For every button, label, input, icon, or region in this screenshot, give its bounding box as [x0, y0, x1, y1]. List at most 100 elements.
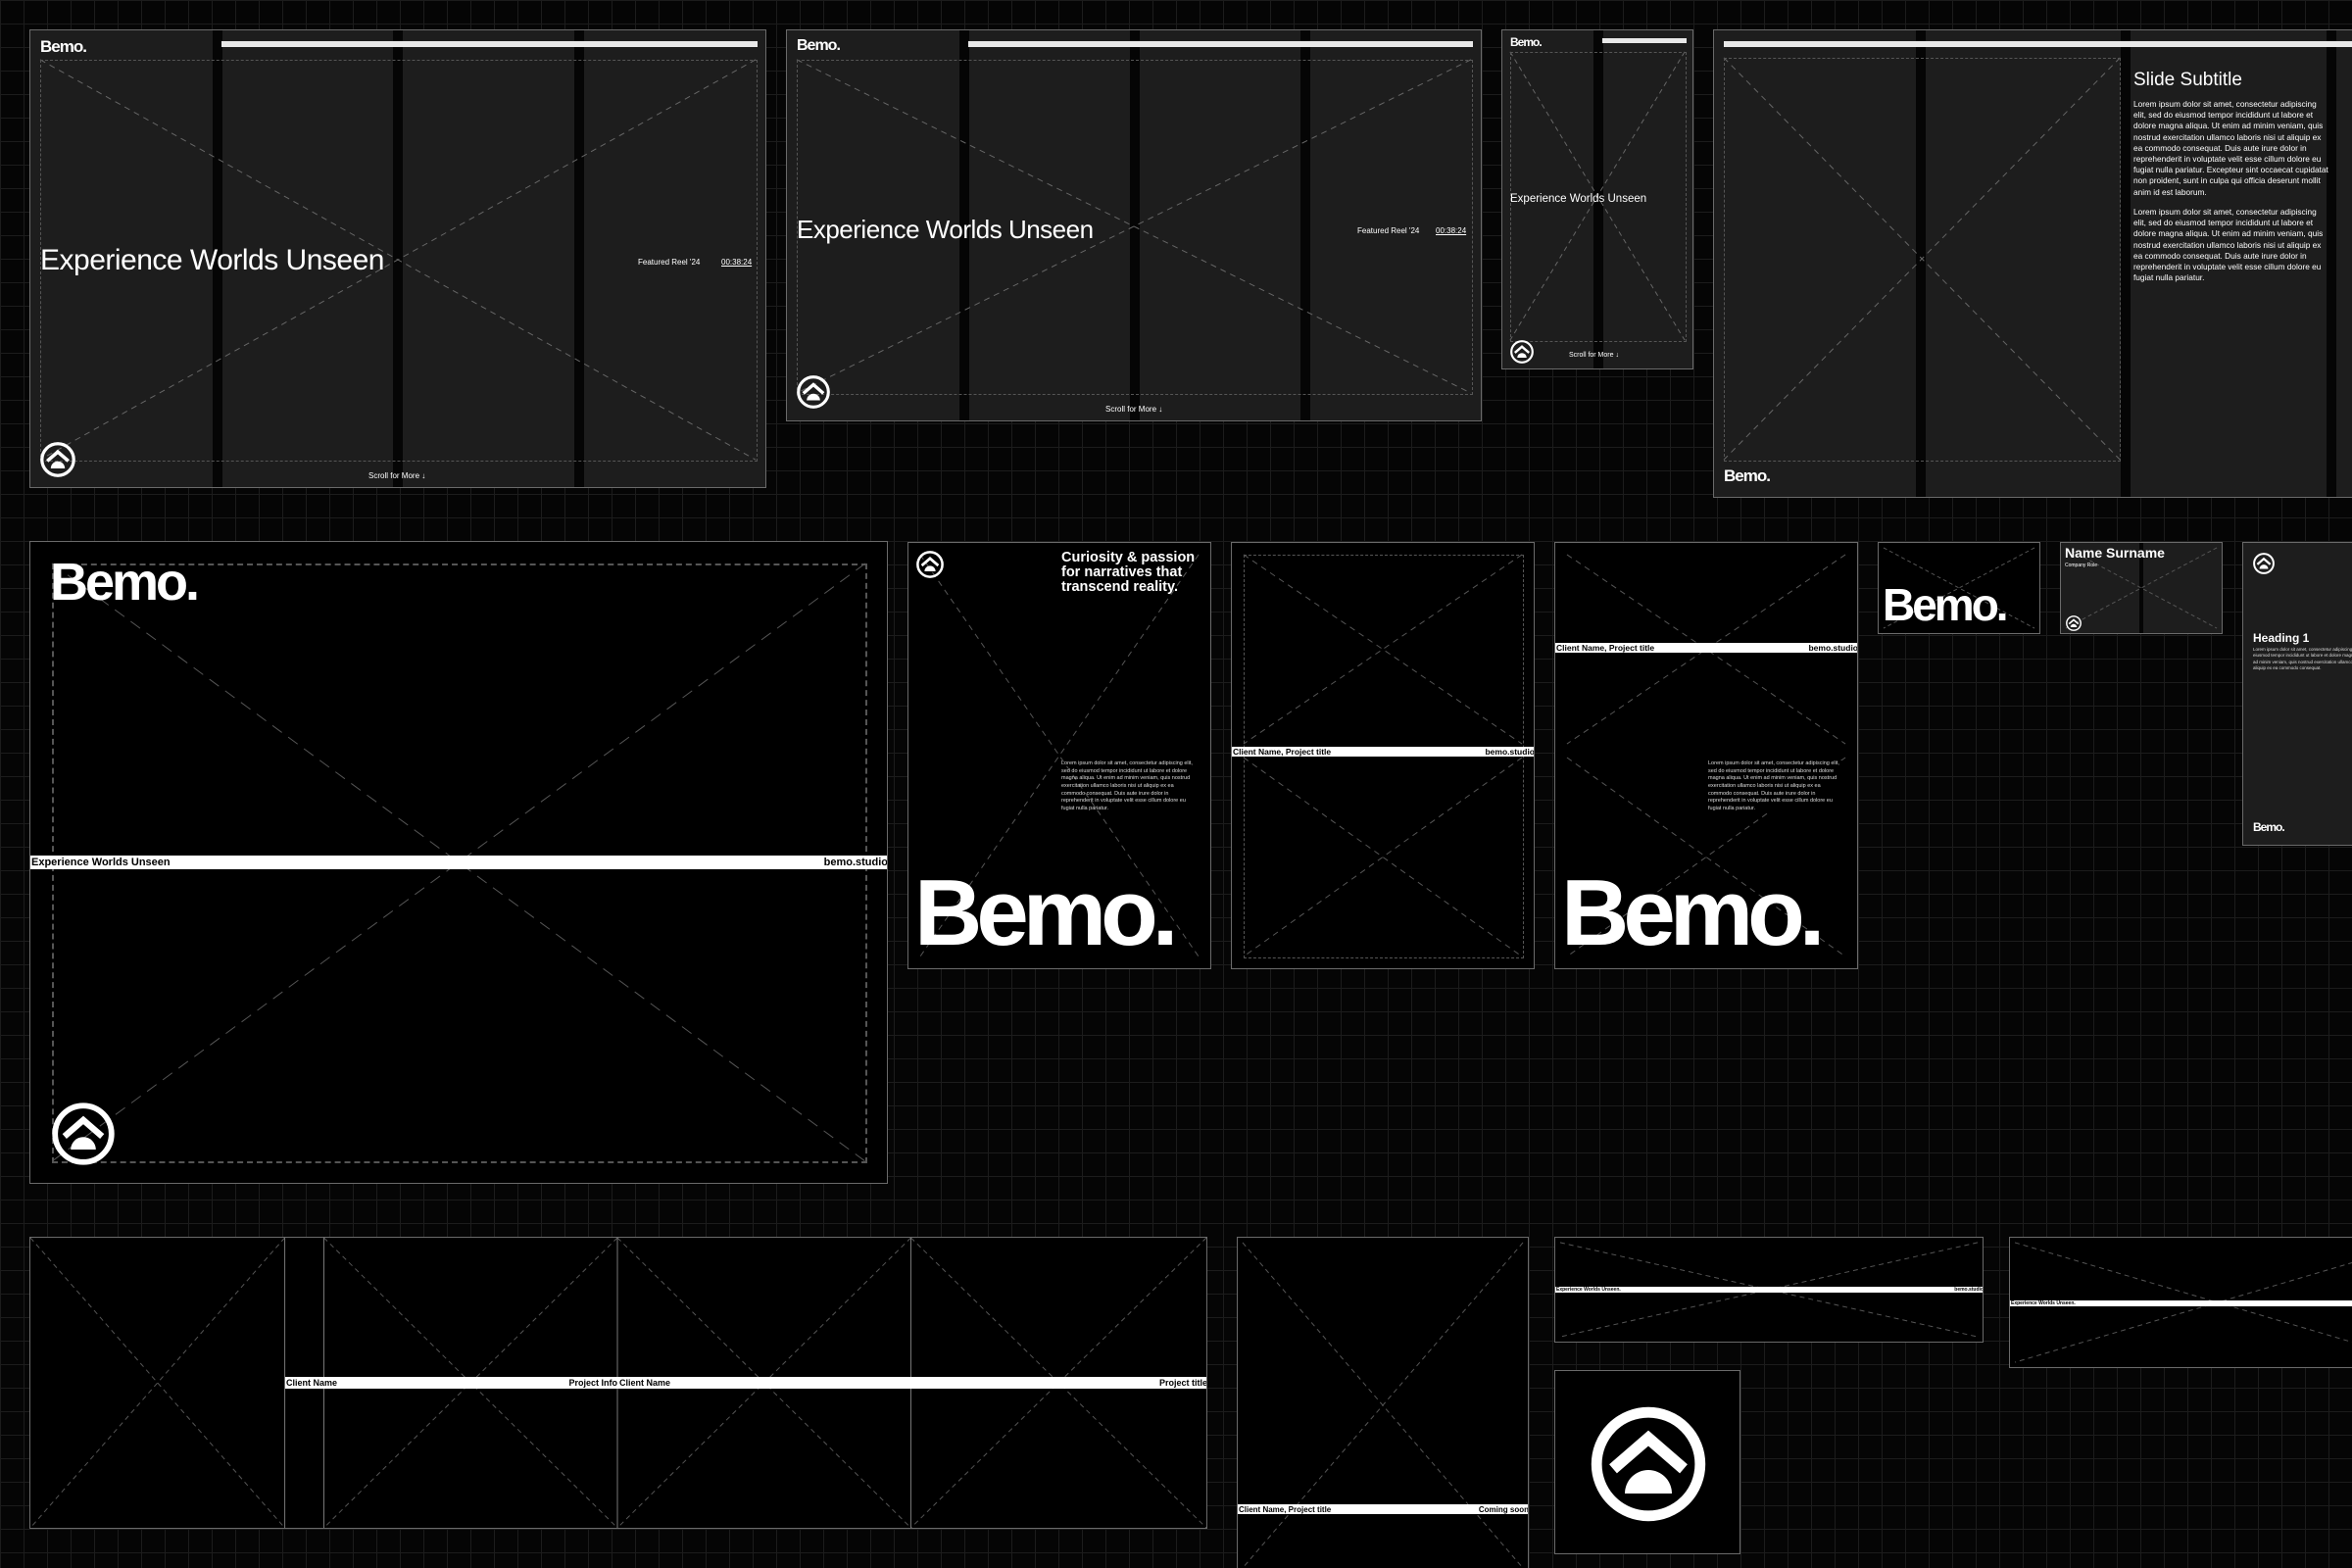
strip-client: Client Name, Project title — [1233, 747, 1332, 757]
progress-bar — [1602, 38, 1687, 43]
strip-headline: Experience Worlds Unseen. — [2011, 1300, 2076, 1306]
hero-headline: Experience Worlds Unseen — [40, 244, 384, 276]
brand-logo: Bemo. — [2253, 820, 2285, 834]
strip-domain: bemo.studio — [1954, 1287, 1984, 1293]
card-name: Name Surname — [2065, 545, 2165, 561]
safe-area — [1510, 52, 1687, 342]
document-body: Lorem ipsum dolor sit amet, consectetur … — [2253, 647, 2352, 670]
placeholder-cross — [796, 59, 1472, 394]
column-gutter — [393, 30, 403, 487]
poster-body-text: Lorem ipsum dolor sit amet, consectetur … — [1708, 760, 1845, 813]
logo-card: Bemo. — [1878, 542, 2040, 634]
strip-headline: Experience Worlds Unseen. — [1556, 1287, 1621, 1293]
timecode: 00:38:24 — [721, 258, 753, 267]
billboard: Bemo. Experience Worlds Unseen bemo.stud… — [29, 541, 888, 1184]
brand-mark-icon — [1510, 340, 1534, 364]
safe-area — [40, 60, 758, 462]
placeholder-cross — [51, 563, 866, 1162]
brand-mark-icon — [2253, 553, 2275, 574]
wide-banner: Client Name Project Info Client Name Pro… — [29, 1237, 1207, 1529]
strip-domain: bemo.studio — [1808, 643, 1858, 653]
poster-logo-split: Client Name, Project title bemo.studio L… — [1554, 542, 1858, 969]
brand-logo-large: Bemo. — [1561, 860, 1825, 965]
column-gutter — [2139, 543, 2143, 633]
hero-slide-large: Bemo. Experience Worlds Unseen Featured … — [29, 29, 766, 488]
brand-mark-icon — [1591, 1406, 1706, 1522]
placeholder-cross — [1242, 1242, 1524, 1568]
placeholder-cross — [2065, 547, 2218, 629]
featured-reel-label: Featured Reel '24 — [638, 258, 701, 267]
hero-slide-mobile: Bemo. Experience Worlds Unseen Scroll fo… — [1501, 29, 1693, 369]
strip-client: Client Name — [619, 1378, 671, 1388]
column-gutter — [1300, 30, 1310, 420]
brand-logo: Bemo. — [1883, 579, 2009, 630]
strip-domain: bemo.studio — [1485, 747, 1535, 757]
thin-banner: Experience Worlds Unseen. — [2009, 1237, 2352, 1368]
placeholder-cross — [1723, 57, 2121, 461]
progress-bar — [221, 41, 758, 47]
card-role: Company Role — [2065, 563, 2098, 568]
title-strip: Client Name, Project title Coming soon — [1238, 1504, 1529, 1514]
poster-tagline-text: Curiosity & passion for narratives that … — [1061, 550, 1196, 596]
brand-mark-icon — [40, 442, 75, 477]
column-gutter — [2327, 30, 2336, 497]
content-slide: Slide Subtitle Lorem ipsum dolor sit ame… — [1713, 29, 2352, 498]
brand-logo: Bemo. — [50, 553, 200, 612]
app-icon-card — [1554, 1370, 1740, 1554]
safe-area — [797, 60, 1473, 395]
brand-mark-icon — [797, 375, 830, 409]
progress-bar — [968, 41, 1473, 47]
banner-strip-right: Client Name Project title — [618, 1377, 1207, 1389]
thin-banner: Experience Worlds Unseen. bemo.studio — [1554, 1237, 1984, 1343]
brand-logo-large: Bemo. — [914, 860, 1178, 965]
slide-paragraph-2: Lorem ipsum dolor sit amet, consectetur … — [2133, 207, 2324, 283]
hero-headline: Experience Worlds Unseen — [1510, 193, 1647, 205]
placeholder-cross — [39, 59, 757, 461]
slide-paragraph-1: Lorem ipsum dolor sit amet, consectetur … — [2133, 99, 2328, 197]
poster-coming-soon: Client Name, Project title Coming soon — [1237, 1237, 1529, 1568]
hero-slide-medium: Bemo. Experience Worlds Unseen Featured … — [786, 29, 1482, 421]
column-gutter — [574, 30, 584, 487]
featured-reel-label: Featured Reel '24 — [1357, 226, 1420, 235]
poster-body-text: Lorem ipsum dolor sit amet, consectetur … — [1061, 760, 1193, 812]
column-gutter — [1130, 30, 1140, 420]
banner-strip-left: Client Name Project Info — [285, 1377, 618, 1389]
safe-area — [1724, 58, 2121, 462]
scroll-more-link[interactable]: Scroll for More ↓ — [1105, 405, 1163, 414]
document-page: Heading 1 Lorem ipsum dolor sit amet, co… — [2242, 542, 2352, 846]
timecode: 00:38:24 — [1436, 226, 1467, 235]
strip-headline: Experience Worlds Unseen — [31, 857, 171, 868]
progress-bar — [1724, 41, 2352, 47]
column-gutter — [2121, 30, 2131, 497]
safe-area — [1244, 555, 1524, 958]
title-strip: Experience Worlds Unseen. — [2010, 1300, 2352, 1306]
placeholder-cross — [1243, 554, 1523, 957]
scroll-more-link[interactable]: Scroll for More ↓ — [368, 471, 426, 480]
placeholder-cross — [1883, 547, 2035, 629]
column-gutter — [1593, 30, 1603, 368]
brand-logo: Bemo. — [1510, 35, 1543, 49]
brand-logo: Bemo. — [40, 37, 87, 56]
brand-mark-icon — [2066, 615, 2082, 631]
brand-mark-icon — [52, 1102, 115, 1165]
brand-logo: Bemo. — [1724, 466, 1771, 485]
title-strip: Client Name, Project title bemo.studio — [1232, 747, 1535, 757]
placeholder-cross — [1509, 51, 1686, 341]
document-heading: Heading 1 — [2253, 631, 2310, 645]
poster-tagline: Curiosity & passion for narratives that … — [907, 542, 1211, 969]
strip-project-info: Project Info — [568, 1378, 617, 1388]
brand-mark-icon — [916, 551, 944, 578]
column-gutter — [959, 30, 969, 420]
business-card: Name Surname Company Role — [2060, 542, 2223, 634]
strip-client: Client Name, Project title — [1239, 1504, 1332, 1514]
strip-coming-soon: Coming soon — [1478, 1504, 1529, 1514]
column-gutter — [1916, 30, 1926, 497]
scroll-more-link[interactable]: Scroll for More ↓ — [1569, 352, 1619, 359]
title-strip: Experience Worlds Unseen. bemo.studio — [1555, 1287, 1984, 1293]
strip-domain: bemo.studio — [823, 857, 888, 868]
strip-project-title: Project title — [1158, 1378, 1207, 1388]
hero-headline: Experience Worlds Unseen — [797, 215, 1094, 244]
column-gutter — [213, 30, 222, 487]
brand-logo: Bemo. — [797, 37, 841, 54]
poster-split: Client Name, Project title bemo.studio — [1231, 542, 1535, 969]
